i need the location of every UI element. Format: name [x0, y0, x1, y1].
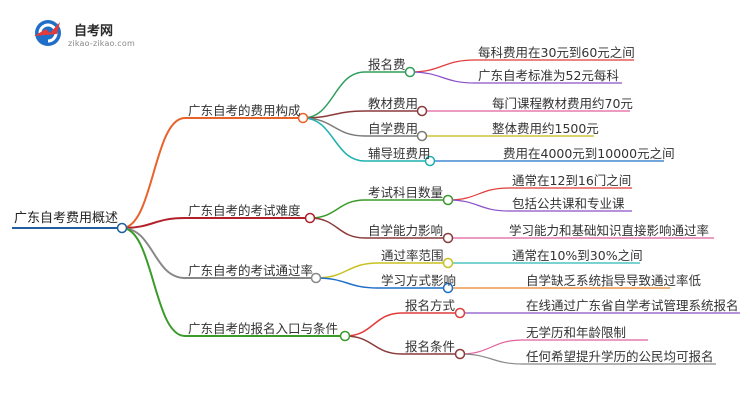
branch-node-dot-1[interactable] — [304, 212, 316, 224]
leaf-link-0-0-0 — [409, 59, 476, 73]
branch-link-1 — [121, 217, 186, 229]
branch-node-dot-2[interactable] — [310, 272, 322, 284]
node-ability-impact[interactable]: 自学能力影响 — [368, 223, 444, 238]
child-node-dot-2-0[interactable] — [442, 257, 454, 269]
node-textbook-fee[interactable]: 教材费用 — [368, 96, 419, 111]
branch-link-2 — [121, 227, 186, 279]
child-link-1-1 — [309, 217, 366, 239]
leaf-anyone-can-apply: 任何希望提升学历的公民均可报名 — [526, 349, 714, 364]
node-self-study-fee[interactable]: 自学费用 — [368, 121, 419, 136]
leaf-subject-types: 包括公共课和专业课 — [512, 196, 625, 211]
leaf-fee-standard: 广东自考标准为52元每科 — [478, 68, 619, 83]
leaf-ability-effect: 学习能力和基础知识直接影响通过率 — [509, 223, 710, 238]
leaf-link-1-0-0 — [447, 187, 510, 201]
child-node-dot-3-0[interactable] — [454, 307, 466, 319]
logo-icon — [34, 20, 61, 46]
child-link-3-1 — [344, 335, 403, 355]
node-tutoring-fee[interactable]: 辅导班费用 — [368, 146, 431, 161]
leaf-pass-rate: 通常在10%到30%之间 — [512, 248, 643, 263]
leaf-study-method: 自学缺乏系统指导导致通过率低 — [526, 273, 702, 288]
node-registration-conditions[interactable]: 报名条件 — [405, 339, 456, 354]
branch-exam-difficulty[interactable]: 广东自考的考试难度 — [188, 203, 301, 218]
site-logo[interactable]: 自考网 zikao-zikao.com — [30, 14, 140, 54]
branch-link-3 — [121, 227, 186, 337]
child-link-2-1 — [315, 277, 379, 289]
leaf-link-1-0-1 — [447, 199, 510, 212]
leaf-tutoring-cost: 费用在4000元到10000元之间 — [503, 146, 675, 161]
child-link-3-0 — [344, 312, 403, 337]
branch-node-dot-0[interactable] — [297, 112, 309, 124]
branch-fee-structure[interactable]: 广东自考的费用构成 — [188, 103, 301, 118]
node-pass-rate-range[interactable]: 通过率范围 — [381, 248, 444, 263]
child-node-dot-2-1[interactable] — [442, 282, 454, 294]
leaf-link-3-1-1 — [459, 353, 524, 365]
root-node[interactable]: 广东自考费用概述 — [14, 211, 119, 226]
child-node-dot-0-2[interactable] — [416, 130, 428, 142]
branch-node-dot-3[interactable] — [339, 330, 351, 342]
leaf-no-restriction: 无学历和年龄限制 — [526, 325, 627, 340]
child-node-dot-1-0[interactable] — [442, 194, 454, 206]
child-link-2-0 — [315, 262, 379, 279]
leaf-textbook-cost: 每门课程教材费用约70元 — [492, 96, 633, 111]
child-link-0-2 — [302, 117, 366, 137]
branch-link-0 — [121, 117, 186, 229]
branch-registration[interactable]: 广东自考的报名入口与条件 — [188, 321, 339, 336]
child-link-0-0 — [302, 71, 366, 119]
logo-url: zikao-zikao.com — [68, 39, 135, 48]
node-registration-fee[interactable]: 报名费 — [368, 57, 406, 72]
child-node-dot-0-0[interactable] — [404, 66, 416, 78]
child-node-dot-0-1[interactable] — [416, 105, 428, 117]
child-node-dot-3-1[interactable] — [454, 348, 466, 360]
leaf-self-study-cost: 整体费用约1500元 — [492, 121, 599, 136]
logo-name: 自考网 — [74, 24, 114, 39]
child-link-1-0 — [309, 199, 366, 219]
leaf-link-3-1-0 — [459, 339, 524, 355]
leaf-link-0-0-1 — [409, 71, 476, 84]
child-node-dot-1-1[interactable] — [442, 232, 454, 244]
branch-pass-rate[interactable]: 广东自考的考试通过率 — [188, 263, 314, 278]
node-registration-method[interactable]: 报名方式 — [405, 298, 456, 313]
root-node-dot[interactable] — [116, 222, 128, 234]
node-subject-count[interactable]: 考试科目数量 — [368, 185, 444, 200]
node-study-method-impact[interactable]: 学习方式影响 — [381, 273, 457, 288]
leaf-fee-range: 每科费用在30元到60元之间 — [478, 45, 635, 60]
child-link-0-3 — [302, 117, 366, 162]
leaf-subject-range: 通常在12到16门之间 — [512, 173, 632, 188]
child-link-0-1 — [302, 110, 366, 119]
child-node-dot-0-3[interactable] — [424, 155, 436, 167]
leaf-registration-online: 在线通过广东省自学考试管理系统报名 — [526, 298, 739, 313]
